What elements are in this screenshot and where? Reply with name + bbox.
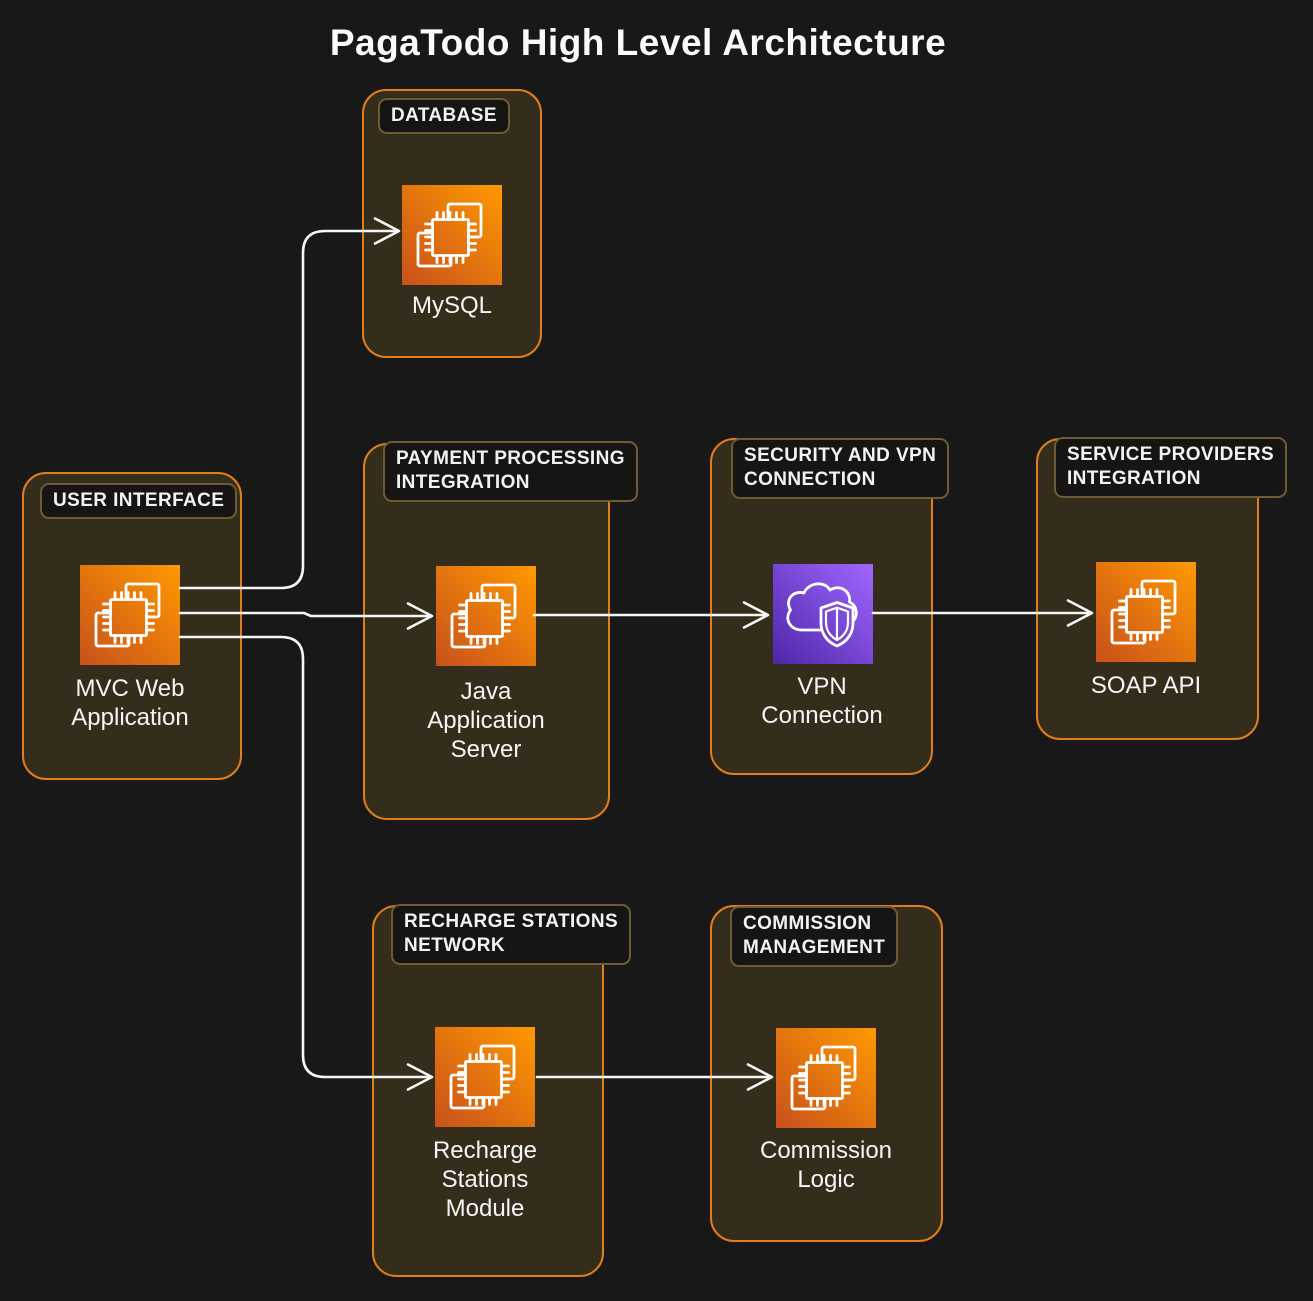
node-label-java-application-server: Java Application Server xyxy=(427,678,545,763)
group-label-security-vpn: SECURITY AND VPN CONNECTION xyxy=(731,438,950,499)
group-label-database: DATABASE xyxy=(378,98,510,135)
node-label-recharge-stations-module: Recharge Stations Module xyxy=(432,1137,538,1222)
node-label-soap-api: SOAP API xyxy=(1090,672,1202,699)
node-label-mvc-web-application: MVC Web Application xyxy=(71,675,189,731)
group-label-service-providers: SERVICE PROVIDERS INTEGRATION xyxy=(1054,437,1288,498)
cloud-shield-icon xyxy=(773,564,873,664)
compute-chip-icon xyxy=(1096,562,1196,662)
node-label-commission-logic: Commission Logic xyxy=(759,1137,893,1193)
page-title: PagaTodo High Level Architecture xyxy=(329,22,947,63)
group-label-recharge-stations: RECHARGE STATIONS NETWORK xyxy=(391,904,632,965)
compute-chip-icon xyxy=(402,185,502,285)
compute-chip-icon xyxy=(436,566,536,666)
compute-chip-icon xyxy=(776,1028,876,1128)
group-label-payment-processing: PAYMENT PROCESSING INTEGRATION xyxy=(383,441,638,502)
group-label-commission-management: COMMISSION MANAGEMENT xyxy=(730,906,899,967)
group-label-user-interface: USER INTERFACE xyxy=(40,483,238,520)
node-label-mysql: MySQL xyxy=(411,292,492,319)
compute-chip-icon xyxy=(435,1027,535,1127)
compute-chip-icon xyxy=(80,565,180,665)
node-label-vpn-connection: VPN Connection xyxy=(761,673,883,729)
